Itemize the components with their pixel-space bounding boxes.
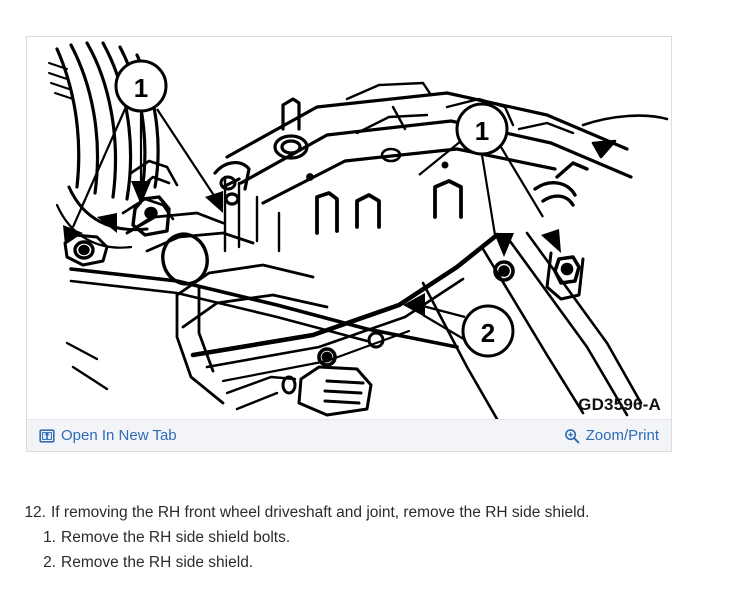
callout-1b-leader-mid [480,154,497,236]
right-hook-detail [533,161,589,207]
figure-illustration[interactable]: 1 1 [27,37,671,419]
callout-1a-leader-right [156,108,216,198]
callout-1a-arrowhead-mid [131,181,151,205]
instruction-substep-number: 1. [43,529,56,546]
callout-2-arrowhead [403,293,425,317]
instruction-step: 12. If removing the RH front wheel drive… [20,500,720,525]
callout-1a-number: 1 [134,73,148,103]
member-holes [306,147,449,181]
bolt-hole-right [553,255,581,285]
callout-1-right-group: 1 [418,102,561,257]
tire-inner-edge [67,185,149,232]
open-in-new-tab-button[interactable]: Open In New Tab [39,428,177,444]
callout-1b-leader-right [500,146,544,218]
center-bolt-bracket [131,195,171,237]
open-in-new-tab-label: Open In New Tab [61,427,177,444]
left-hook-detail [213,161,251,206]
left-hole-pointer [97,213,117,233]
upper-right-arc [581,114,669,127]
instruction-step-number: 12. [24,504,46,521]
bolt-hole-left [73,240,95,260]
callout-2-leader-lower [422,314,468,342]
figure-panel: 1 1 [26,36,672,452]
magnifier-plus-icon [564,428,580,444]
callout-1a-circle [114,59,168,113]
instruction-substep: 1. Remove the RH side shield bolts. [36,525,720,550]
side-shield-edge-inner [205,277,465,369]
callout-1-left-group: 1 [63,59,223,245]
callout-1b-circle [455,102,509,156]
figure-part-number: GD3596-A [578,395,661,414]
callout-1b-leader-left [418,140,462,176]
callout-1a-arrowhead-right [205,191,223,213]
instruction-step-text: If removing the RH front wheel driveshaf… [51,504,590,521]
stud-post [273,97,309,160]
figure-toolbar: Open In New Tab Zoom/Print [27,419,671,451]
upper-right-tick [591,139,617,159]
lower-clip-bracket [281,365,373,417]
callout-1b-arrowhead-mid [494,233,514,257]
instruction-substep-number: 2. [43,554,56,571]
bolt-hole-center-right [493,260,515,282]
instruction-substep-text: Remove the RH side shield bolts. [61,529,291,546]
tire-tread-hatch [48,62,74,100]
lower-rail-bottom [69,279,369,343]
open-in-new-tab-icon [39,428,55,444]
lower-panel-folds [65,341,297,411]
callout-1b-arrowhead-right [541,229,561,253]
callout-1a-leader-left [71,108,127,228]
callout-1b-number: 1 [475,116,489,146]
zoom-print-button[interactable]: Zoom/Print [564,428,659,444]
grommet-small [219,175,237,191]
instruction-substep-text: Remove the RH side shield. [61,554,254,571]
instruction-list: 12. If removing the RH front wheel drive… [20,500,720,575]
tire-lower-curve [55,203,133,249]
callout-1a-arrowhead-left [63,225,83,245]
side-shield-line-drawing: 1 1 [27,37,671,419]
callout-2-leader-upper [418,303,466,319]
panel-oval-opening [161,232,209,286]
instruction-substep: 2. Remove the RH side shield. [36,550,720,575]
right-bolt-bracket [545,251,585,301]
bolt-hole-shield-mid [367,331,385,349]
cross-member-detail [345,81,575,135]
bolt-hole-shield-left [317,347,337,367]
tire-tread-lines [55,41,160,201]
member-tabs [315,179,463,235]
callout-2-number: 2 [481,318,495,348]
callout-2-group: 2 [403,293,515,358]
callout-2-circle [461,304,515,358]
side-shield-edge-top [190,232,500,358]
zoom-print-label: Zoom/Print [585,427,659,444]
